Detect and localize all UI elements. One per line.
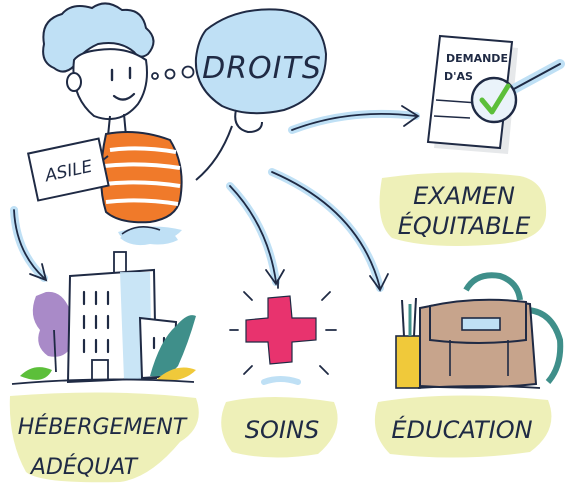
- exam-label-line1: EXAMEN: [413, 182, 515, 210]
- thought-dots: [151, 65, 195, 80]
- hair: [42, 2, 155, 73]
- arrow-to-housing: [10, 206, 48, 282]
- education-label: ÉDUCATION: [391, 415, 532, 444]
- speech-bubble-text: DROITS: [202, 51, 322, 86]
- exam-highlight: [379, 172, 547, 246]
- arrow-to-education: [268, 168, 389, 292]
- pencils-icon: [395, 297, 421, 389]
- mouth: [112, 92, 136, 101]
- bubble-fill: [194, 8, 328, 115]
- building-icon: [11, 226, 196, 385]
- arrow-to-exam: [288, 105, 420, 134]
- speech-bubble-icon: DROITS: [194, 8, 328, 181]
- care-label: SOINS: [245, 416, 319, 444]
- person-icon: [42, 2, 183, 243]
- education-highlight: [374, 395, 552, 458]
- housing-label-line1: HÉBERGEMENT: [18, 414, 188, 440]
- document-title-line2: D'AS: [444, 70, 473, 83]
- bubble-to-person: [195, 125, 233, 181]
- asylum-sign-icon: ASILE: [26, 137, 110, 202]
- bubble-tail: [234, 109, 263, 134]
- magnifier-icon: [470, 59, 565, 124]
- document-title-line1: DEMANDE: [446, 52, 508, 65]
- arrows: [10, 105, 420, 292]
- face: [72, 48, 148, 120]
- exam-label-line2: ÉQUITABLE: [398, 211, 531, 240]
- arrow-to-care: [226, 182, 285, 286]
- shirt: [100, 131, 183, 224]
- housing-highlight: [9, 392, 199, 483]
- label-highlights: [9, 172, 552, 483]
- care-highlight: [221, 397, 338, 458]
- school-bag-icon: [395, 272, 564, 389]
- tree-icon: [32, 291, 77, 373]
- labels: EXAMEN ÉQUITABLE HÉBERGEMENT ADÉQUAT SOI…: [18, 182, 533, 480]
- checkmark-icon: [479, 83, 511, 115]
- ear: [66, 72, 82, 92]
- medical-cross-icon: [229, 279, 337, 385]
- housing-label-line2: ADÉQUAT: [29, 454, 139, 480]
